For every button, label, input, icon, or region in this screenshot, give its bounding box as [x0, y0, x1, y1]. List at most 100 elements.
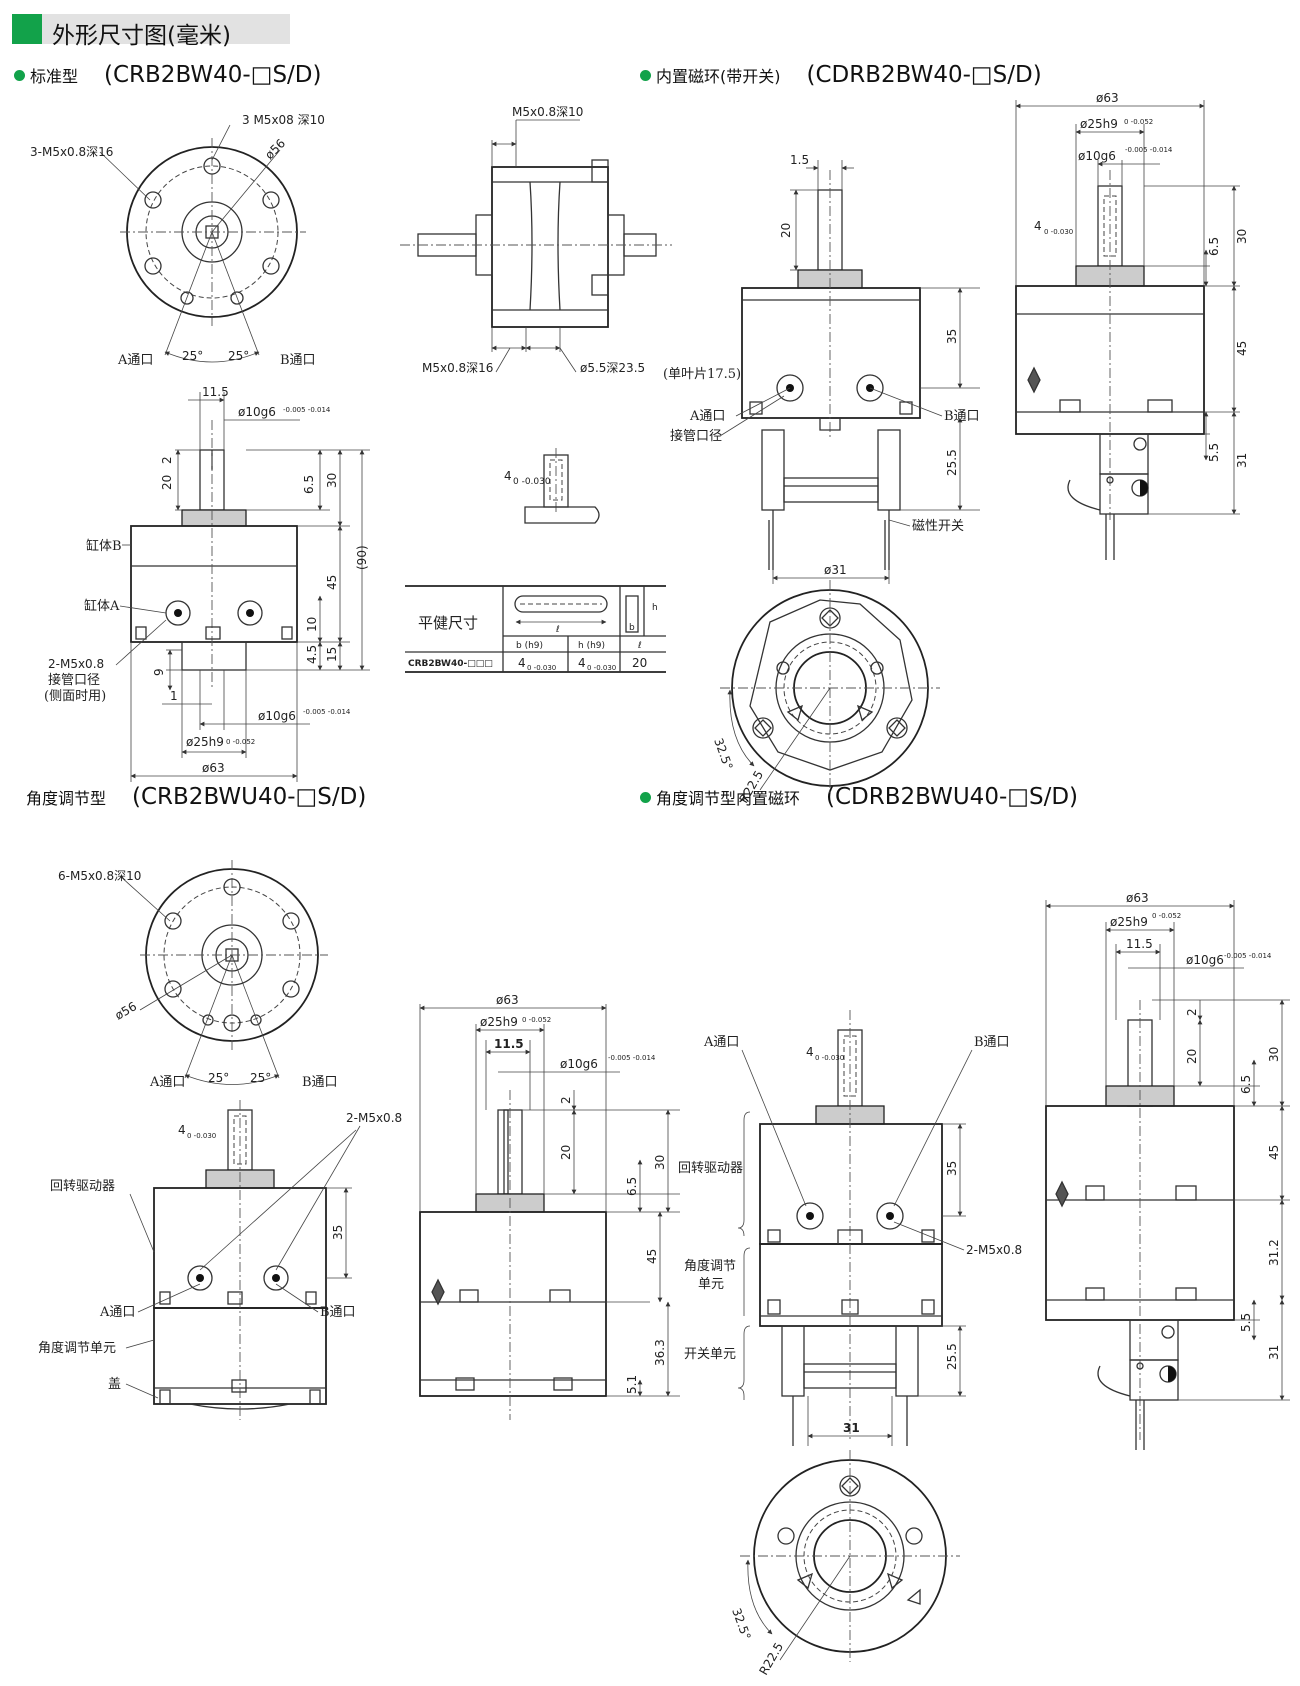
std-dim-90: (90) [355, 545, 369, 570]
angle-elevation-view: 35 4 0 -0.030 2-M5x0.8 回转驱动器 A通口 B通口 角度调… [38, 1100, 402, 1420]
am-side-d10-tol: -0.005 -0.014 [1224, 952, 1272, 960]
mag-side-d63: ø63 [1096, 91, 1119, 105]
key4-label: 4 [504, 469, 512, 483]
hole-3m5-16-label: 3-M5x0.8深16 [30, 145, 113, 159]
d55-label: ø5.5深23.5 [580, 361, 645, 375]
magnet-bottom-view: 32.5° R22.5 [711, 580, 940, 806]
std-d63-label: ø63 [202, 761, 225, 775]
std-d25-tol: 0 -0.052 [226, 738, 255, 746]
angle-side-11-5: 11.5 [494, 1037, 524, 1051]
mag-side-d25-tol: 0 -0.052 [1124, 118, 1153, 126]
mag-angle-32-5: 32.5° [711, 736, 735, 772]
magnet-elevation-view: ø31 1.5 20 35 25.5 (单叶片17.5) A通口 接管口径 B通… [663, 153, 980, 584]
side-use-label: (侧面时用) [44, 689, 106, 704]
key-size-table: 平健尺寸 ℓ b h b (h9) h (h9) ℓ CRB2BW40-□□□ … [405, 585, 666, 673]
am-side-dim-30: 30 [1267, 1047, 1281, 1062]
angle-port-a-label: A通口 [149, 1075, 185, 1090]
angle-side-dim-45: 45 [645, 1249, 659, 1264]
am-side-d10: ø10g6 [1186, 953, 1224, 967]
std-dim-11-5: 11.5 [202, 385, 229, 399]
d56-label: ø56 [262, 136, 288, 162]
angle-side-view: ø63 ø25h9 0 -0.052 11.5 ø10g6 -0.005 -0.… [419, 993, 680, 1420]
key-table-l: 20 [632, 656, 647, 670]
angle-magnet-elevation-view: 31 4 0 -0.030 35 25.5 A通口 B通口 2-M5x0.8 回… [678, 1010, 1022, 1446]
std-d10-bottom-tol: -0.005 -0.014 [303, 708, 351, 716]
cylinder-b-label: 缸体B [86, 538, 122, 554]
mag-dim-25-5: 25.5 [945, 449, 959, 476]
angle-side-dim-30: 30 [653, 1155, 667, 1170]
angle-port-a2-label: A通口 [99, 1305, 135, 1320]
key4-tol: 0 -0.030 [513, 477, 551, 487]
std-dim-4-5: 4.5 [305, 645, 319, 664]
angle-side-dim-2: 2 [559, 1096, 573, 1104]
hole-3m5-10-label: 3 M5x08 深10 [242, 113, 325, 127]
single-vane-label: (单叶片17.5) [663, 367, 741, 382]
green-bullet-icon [640, 792, 651, 803]
mag-dim-1-5: 1.5 [790, 153, 809, 167]
am-side-d63: ø63 [1126, 891, 1149, 905]
green-bullet-icon [14, 70, 25, 81]
am-side-dim-2: 2 [1185, 1008, 1199, 1016]
am-switch-unit-label: 开关单元 [684, 1347, 736, 1362]
angle-side-d63: ø63 [496, 993, 519, 1007]
angle-magnet-side-view: ø63 ø25h9 0 -0.052 11.5 ø10g6 -0.005 -0.… [1045, 891, 1290, 1450]
key-table-model: CRB2BW40-□□□ [408, 659, 493, 669]
std-d25-label: ø25h9 [186, 735, 224, 749]
mag-switch-label: 磁性开关 [912, 519, 964, 534]
angle-side-dim-5-1: 5.1 [625, 1375, 639, 1394]
am-key4: 4 [806, 1045, 814, 1059]
am-side-dim-20: 20 [1185, 1049, 1199, 1064]
angle-side-dim-36-3: 36.3 [653, 1339, 667, 1366]
angle-side-d10: ø10g6 [560, 1057, 598, 1071]
mag-r22-5: R22.5 [736, 768, 766, 805]
angle-side-d25-tol: 0 -0.052 [522, 1016, 551, 1024]
angle-25-right: 25° [250, 1071, 271, 1085]
page-title: 外形尺寸图(毫米) [52, 23, 231, 49]
mag-dim-35: 35 [945, 329, 959, 344]
section-standard-title: 标准型(CRB2BW40-□S/D) [14, 62, 321, 88]
key-table-b: 4 [518, 656, 526, 670]
green-bullet-icon [640, 70, 651, 81]
am-side-dim-6-5: 6.5 [1239, 1075, 1253, 1094]
key-table-sym-l: ℓ [555, 625, 560, 635]
angle-rot-drive-label: 回转驱动器 [50, 1179, 115, 1194]
pipe-dia-label: 接管口径 [48, 672, 100, 688]
am-side-dim-5-5: 5.5 [1239, 1313, 1253, 1332]
key-table-header-b: b (h9) [516, 641, 543, 651]
angle-dim-35: 35 [331, 1225, 345, 1240]
standard-key-detail: 4 0 -0.030 [504, 448, 600, 524]
std-dim-20: 20 [160, 475, 174, 490]
mag-side-d25: ø25h9 [1080, 117, 1118, 131]
standard-front-view: 3-M5x0.8深16 3 M5x08 深10 ø56 A通口 B通口 25° … [30, 113, 325, 368]
key-table-h-tol: 0 -0.030 [587, 664, 616, 672]
mag-pipe-dia-label: 接管口径 [670, 428, 722, 444]
standard-side-view: M5x0.8深10 M5x0.8深16 ø5.5深23.5 [400, 105, 672, 375]
am-side-dim-45: 45 [1267, 1145, 1281, 1160]
section-magnet-title: 内置磁环(带开关)(CDRB2BW40-□S/D) [640, 62, 1042, 88]
angle-d56-label: ø56 [113, 999, 140, 1022]
mag-side-key4: 4 [1034, 219, 1042, 233]
am-dim-31: 31 [843, 1421, 860, 1435]
angle-side-dim-6-5: 6.5 [625, 1177, 639, 1196]
std-dim-45: 45 [325, 575, 339, 590]
angle-25-right: 25° [228, 349, 249, 363]
am-r22-5: R22.5 [756, 1640, 786, 1677]
angle-key4-tol: 0 -0.030 [187, 1132, 216, 1140]
std-dim-30: 30 [325, 473, 339, 488]
hole-6m5-10-label: 6-M5x0.8深10 [58, 869, 141, 883]
am-side-d25-tol: 0 -0.052 [1152, 912, 1181, 920]
header-green-square [12, 14, 42, 44]
am-angle-unit-a: 角度调节 [684, 1258, 736, 1274]
am-dim-35: 35 [945, 1161, 959, 1176]
std-dim-15: 15 [325, 647, 339, 662]
key-table-sym-b: b [629, 623, 635, 633]
mag-side-dim-45: 45 [1235, 341, 1249, 356]
mag-side-dim-5-5: 5.5 [1207, 443, 1221, 462]
mag-d31-label: ø31 [824, 563, 847, 577]
std-dim-9: 9 [152, 668, 166, 676]
mag-side-dim-30: 30 [1235, 229, 1249, 244]
angle-m5-2: 2-M5x0.8 [346, 1111, 402, 1125]
am-side-d25: ø25h9 [1110, 915, 1148, 929]
am-angle-32-5: 32.5° [729, 1606, 753, 1642]
